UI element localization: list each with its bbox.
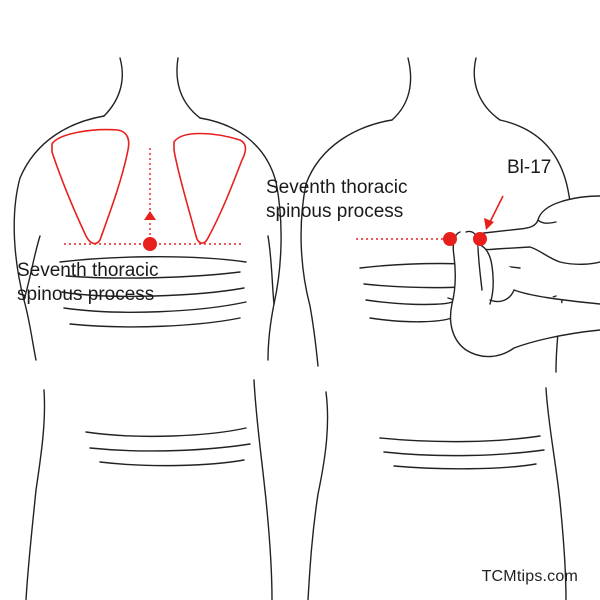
- right-torso-left-outline: [300, 119, 393, 367]
- label-right-seventh-thoracic: Seventh thoracic spinous process: [266, 176, 408, 224]
- right-neck-outline-right: [473, 57, 501, 121]
- label-right-line-2: spinous process: [266, 201, 404, 222]
- pointing-hand: [473, 195, 600, 265]
- bl17-dot: [473, 232, 487, 246]
- label-left-seventh-thoracic: Seventh thoracic spinous process: [17, 259, 159, 307]
- left-torso-left-outline: [13, 115, 105, 361]
- left-torso-right-outline: [199, 117, 282, 361]
- right-neck-outline: [391, 57, 412, 121]
- left-scapula: [51, 128, 130, 245]
- left-neck-outline: [103, 57, 123, 117]
- right-waist-right: [545, 387, 567, 600]
- right-back-fold: [369, 317, 453, 323]
- right-lower-fold: [383, 449, 545, 457]
- up-arrow-icon: [144, 211, 156, 220]
- right-lower-fold: [379, 435, 541, 443]
- left-lower-fold: [85, 427, 247, 438]
- measuring-hand-finger: [477, 243, 495, 305]
- measuring-hand: [449, 230, 600, 358]
- bl17-arrow-line: [489, 195, 504, 223]
- measuring-hand-palm: [489, 289, 600, 305]
- red-arrow-icon: [484, 218, 494, 230]
- left-back-fold: [69, 317, 241, 328]
- pointing-hand-outline: [473, 195, 600, 265]
- left-waist-left: [25, 389, 46, 600]
- left-waist-right: [253, 379, 273, 600]
- site-watermark: TCMtips.com: [481, 568, 578, 585]
- label-left-line-1: Seventh thoracic: [17, 260, 159, 281]
- right-t7-dot: [443, 232, 457, 246]
- right-scapula: [173, 132, 247, 244]
- label-bl17: Bl-17: [507, 157, 552, 178]
- label-left-line-2: spinous process: [17, 284, 155, 305]
- left-inner-arm-right: [267, 235, 275, 305]
- left-back-fold: [61, 287, 245, 298]
- label-right-line-1: Seventh thoracic: [266, 177, 408, 198]
- left-t7-dot: [143, 237, 157, 251]
- left-lower-fold: [99, 459, 245, 467]
- left-figure: [13, 57, 282, 600]
- right-lower-fold: [393, 463, 537, 470]
- left-back-fold: [65, 271, 241, 279]
- left-neck-outline-right: [176, 57, 201, 119]
- left-inner-arm-left: [23, 235, 41, 301]
- left-back-fold: [63, 301, 247, 313]
- right-waist-left: [307, 391, 329, 600]
- scapula-outlines: [51, 128, 247, 245]
- pointing-hand-knuckle: [537, 219, 557, 225]
- left-lower-fold: [89, 443, 251, 452]
- right-back-fold: [365, 297, 455, 306]
- left-back-fold: [59, 256, 247, 263]
- left-guides: [64, 148, 244, 245]
